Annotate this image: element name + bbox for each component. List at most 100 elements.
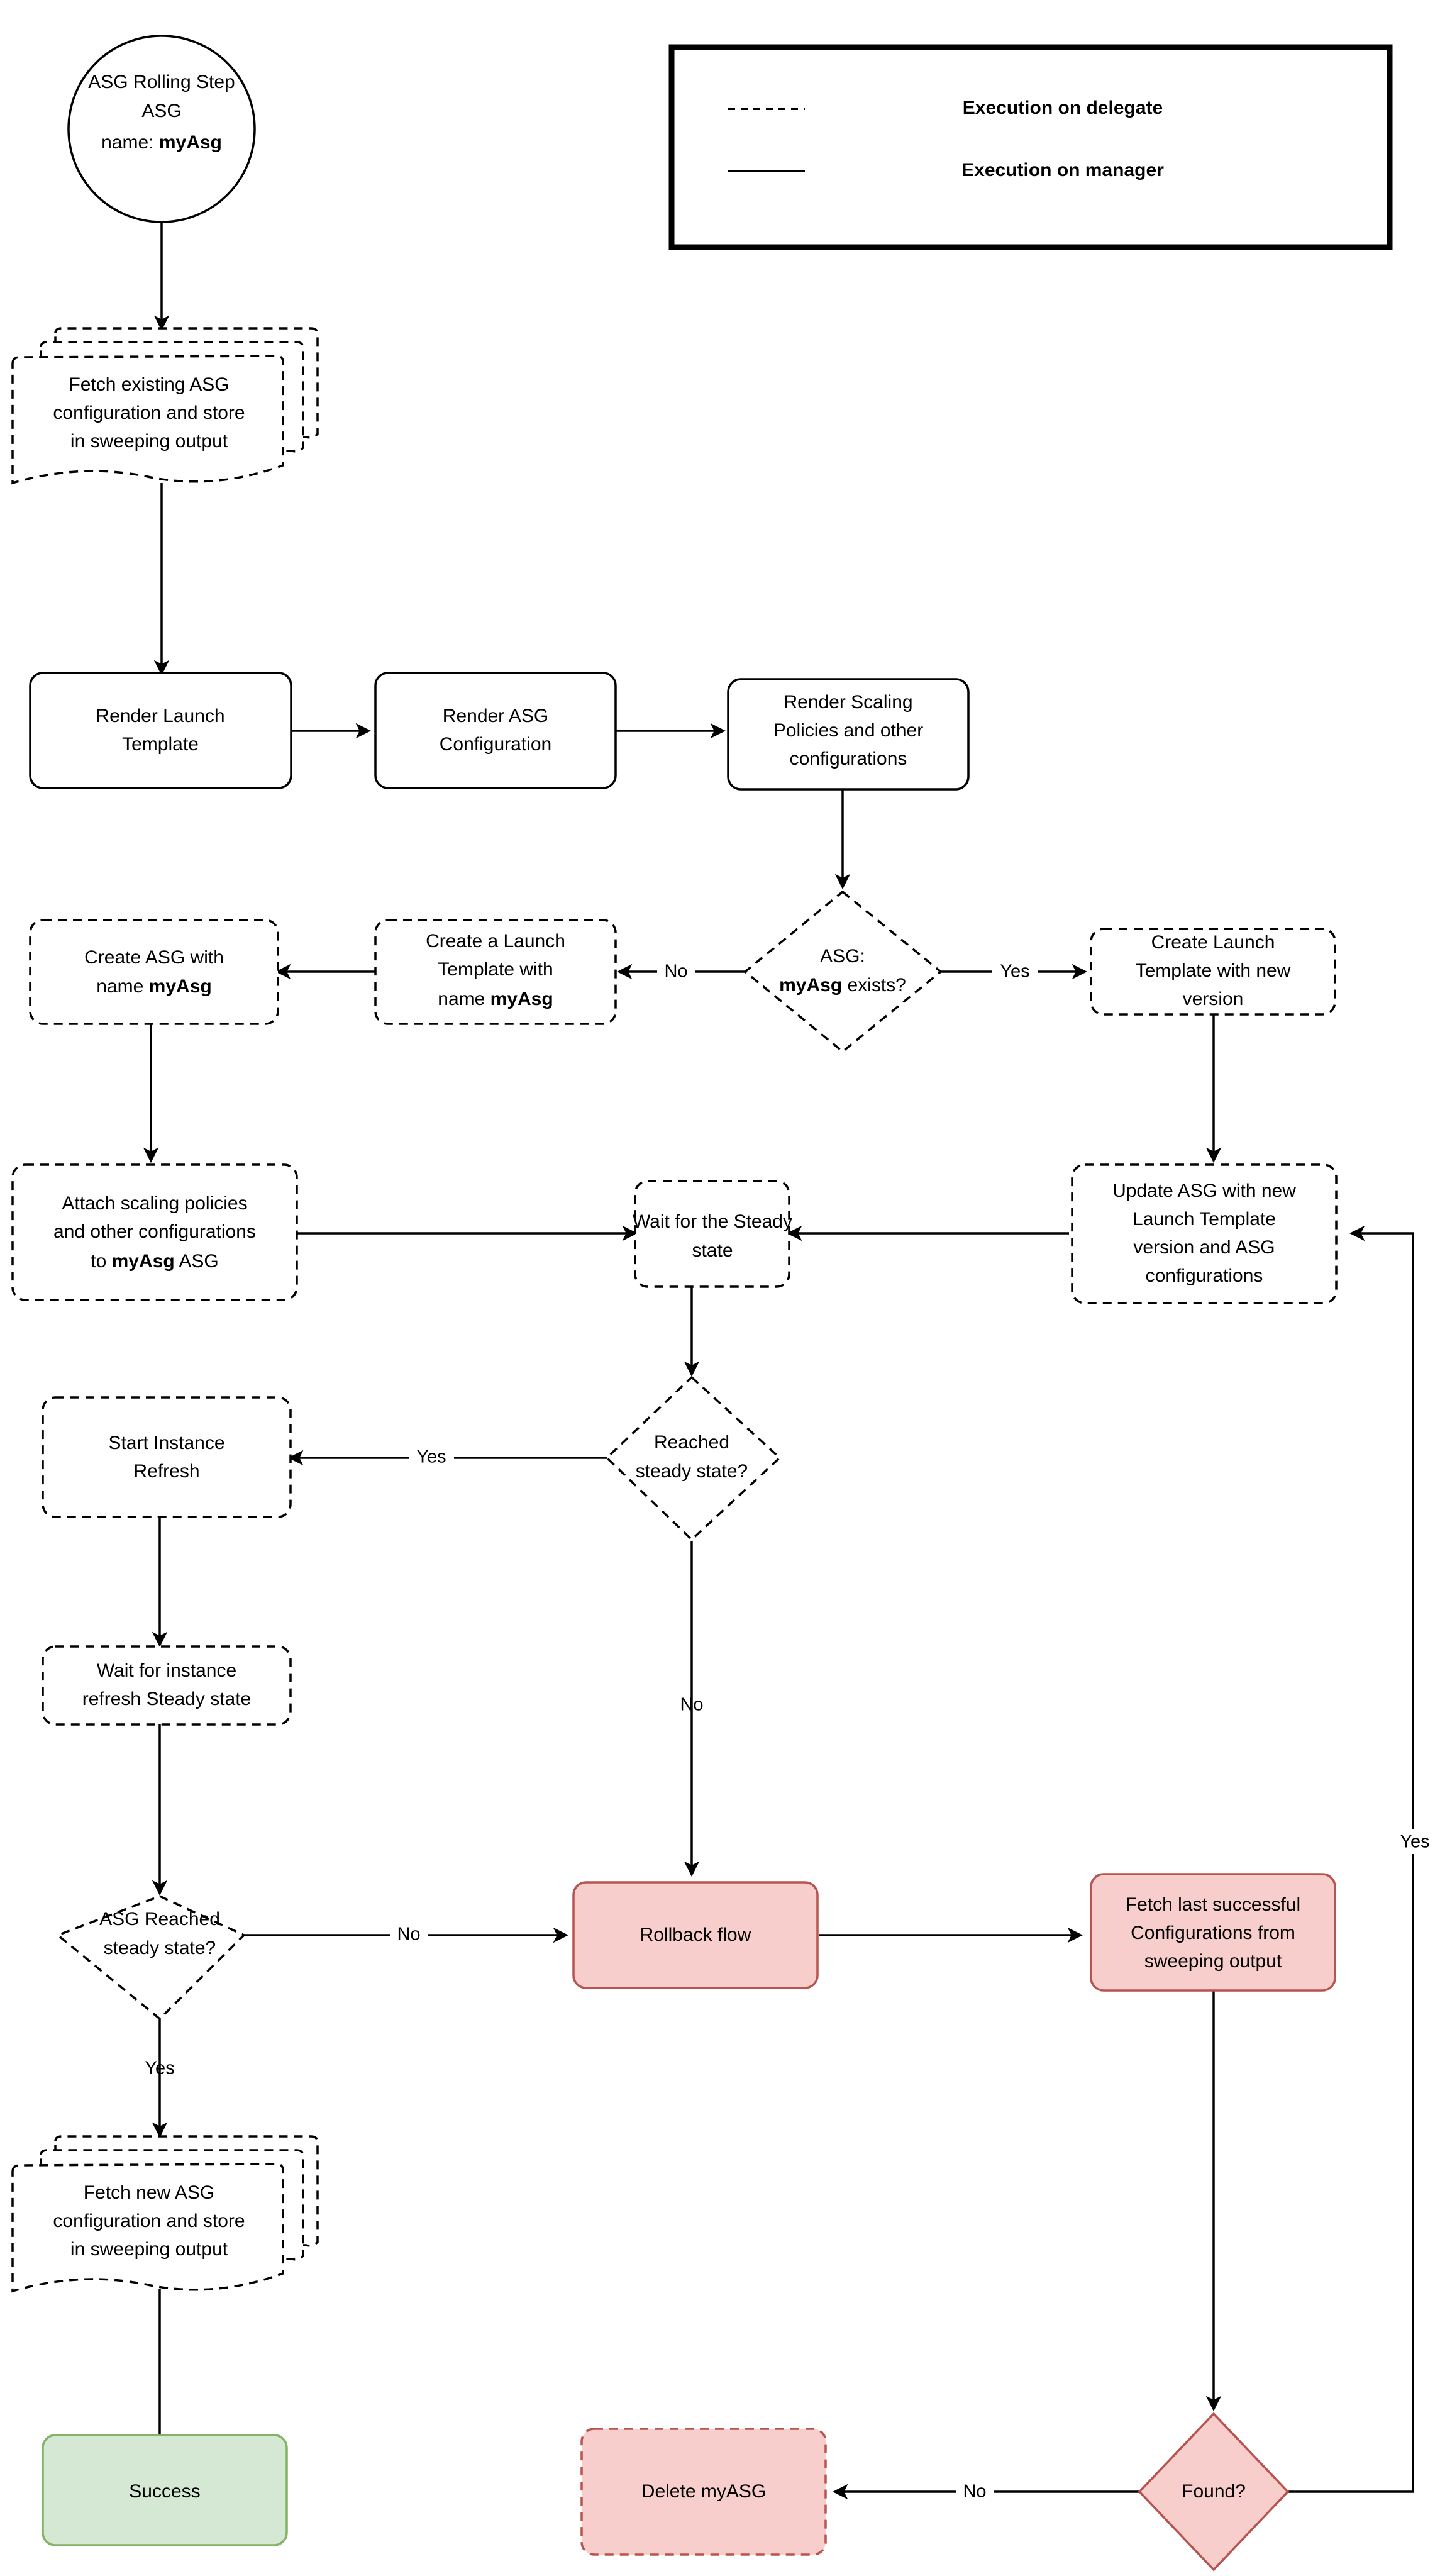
node-create-launch-template-named[interactable]: Create a Launch Template with name myAsg xyxy=(374,919,617,1025)
asg-exists-line1: ASG: xyxy=(820,946,865,967)
label-bg-asg-exists-no xyxy=(657,961,695,984)
wait-instance-refresh-box xyxy=(42,1645,292,1726)
node-create-launch-template-new-version[interactable]: Create Launch Template with new version xyxy=(1090,928,1336,1016)
node-asg-exists-decision[interactable]: ASG: myAsg exists? xyxy=(743,890,943,1053)
create-launch-template-new-version-box xyxy=(1090,928,1336,1016)
reached-steady-line1: Reached xyxy=(654,1432,729,1453)
start-line1: ASG Rolling Step xyxy=(88,72,235,92)
create-launch-template-named-line3-prefix: name xyxy=(438,989,490,1009)
attach-scaling-policies-line2: and other configurations xyxy=(53,1221,256,1242)
node-rollback-flow[interactable]: Rollback flow xyxy=(572,1881,819,1989)
node-fetch-new-asg-config[interactable]: Fetch new ASG configuration and store in… xyxy=(11,2135,319,2293)
node-render-scaling-policies[interactable]: Render Scaling Policies and other config… xyxy=(727,678,970,791)
label-asg-exists-yes: Yes xyxy=(1000,962,1029,982)
label-reached-steady-no: No xyxy=(680,1695,703,1715)
render-scaling-policies-line1: Render Scaling xyxy=(784,692,912,713)
rollback-flow-label: Rollback flow xyxy=(640,1924,751,1945)
node-wait-steady-state[interactable]: Wait for the Steady state xyxy=(633,1180,792,1288)
asg-reached-steady-line2: steady state? xyxy=(104,1938,216,1958)
attach-scaling-policies-line3-prefix: to xyxy=(91,1251,111,1272)
render-launch-template-line1: Render Launch xyxy=(96,706,224,726)
rollback-flow-box xyxy=(572,1881,819,1989)
wait-instance-refresh-line1: Wait for instance xyxy=(97,1660,236,1681)
node-fetch-existing-asg-config[interactable]: Fetch existing ASG configuration and sto… xyxy=(11,327,319,485)
wait-instance-refresh-line2: refresh Steady state xyxy=(82,1689,251,1709)
render-scaling-policies-line3: configurations xyxy=(790,748,907,769)
fetch-last-successful-line1: Fetch last successful xyxy=(1126,1894,1300,1915)
create-asg-named-line2-prefix: name xyxy=(96,976,148,997)
create-launch-template-new-version-line2: Template with new xyxy=(1136,960,1291,981)
asg-exists-diamond xyxy=(743,890,943,1053)
delete-myasg-box xyxy=(580,2428,827,2556)
fetch-last-successful-line2: Configurations from xyxy=(1131,1923,1295,1943)
edge-found-yes-to-update-asg-loop xyxy=(1288,1225,1414,2493)
node-create-asg-named[interactable]: Create ASG with name myAsg xyxy=(29,919,279,1025)
label-asg-reached-no: No xyxy=(397,1924,420,1945)
fetch-existing-line3: in sweeping output xyxy=(70,431,228,452)
render-asg-config-line2: Configuration xyxy=(440,734,551,755)
start-line3-prefix: name: xyxy=(101,132,159,153)
edges-layer xyxy=(143,220,1414,2500)
node-fetch-last-successful[interactable]: Fetch last successful Configurations fro… xyxy=(1090,1873,1336,1992)
node-asg-reached-steady-decision[interactable]: ASG Reached steady state? xyxy=(55,1895,246,2021)
node-found-decision[interactable]: Found? xyxy=(1138,2412,1290,2572)
success-box xyxy=(42,2434,288,2546)
create-launch-template-named-line3: name myAsg xyxy=(438,989,553,1009)
legend-frame xyxy=(668,44,1393,250)
create-launch-template-named-line3-value: myAsg xyxy=(490,989,553,1009)
wait-steady-state-line2: state xyxy=(692,1240,733,1261)
update-asg-box xyxy=(1071,1163,1338,1304)
update-asg-line4: configurations xyxy=(1146,1265,1263,1286)
attach-scaling-policies-box xyxy=(11,1163,298,1301)
fetch-existing-doc-front xyxy=(11,355,284,485)
fetch-last-successful-box xyxy=(1090,1873,1336,1992)
create-asg-named-line2: name myAsg xyxy=(96,976,211,997)
asg-reached-steady-line1: ASG Reached xyxy=(99,1909,220,1929)
start-line3-value: myAsg xyxy=(159,132,222,153)
legend-label-delegate: Execution on delegate xyxy=(963,97,1163,118)
found-diamond xyxy=(1138,2412,1290,2572)
success-label: Success xyxy=(129,2481,200,2502)
render-scaling-policies-box xyxy=(727,678,970,791)
create-asg-named-line1: Create ASG with xyxy=(84,947,224,968)
render-scaling-policies-line2: Policies and other xyxy=(773,720,923,741)
node-start[interactable]: ASG Rolling Step ASG name: myAsg xyxy=(67,35,256,223)
create-asg-named-line2-value: myAsg xyxy=(149,976,212,997)
legend: Execution on delegate Execution on manag… xyxy=(668,44,1393,250)
create-launch-template-new-version-line1: Create Launch xyxy=(1151,932,1275,953)
fetch-new-line2: configuration and store xyxy=(53,2211,245,2231)
node-wait-instance-refresh[interactable]: Wait for instance refresh Steady state xyxy=(42,1645,292,1726)
render-launch-template-box xyxy=(29,672,292,789)
label-asg-reached-yes: Yes xyxy=(145,2058,174,2079)
attach-scaling-policies-line3: to myAsg ASG xyxy=(91,1251,218,1272)
update-asg-line1: Update ASG with new xyxy=(1112,1180,1296,1201)
start-circle xyxy=(67,35,256,223)
node-start-instance-refresh[interactable]: Start Instance Refresh xyxy=(42,1396,292,1518)
node-render-launch-template[interactable]: Render Launch Template xyxy=(29,672,292,789)
create-launch-template-named-line1: Create a Launch xyxy=(426,931,565,952)
node-render-asg-configuration[interactable]: Render ASG Configuration xyxy=(374,672,617,789)
attach-scaling-policies-line3-value: myAsg xyxy=(112,1251,175,1272)
node-update-asg[interactable]: Update ASG with new Launch Template vers… xyxy=(1071,1163,1338,1304)
asg-exists-line2-bold: myAsg xyxy=(779,975,842,996)
fetch-existing-line2: configuration and store xyxy=(53,402,245,423)
fetch-new-line3: in sweeping output xyxy=(70,2239,228,2260)
node-attach-scaling-policies[interactable]: Attach scaling policies and other config… xyxy=(11,1163,298,1301)
label-bg-reached-steady-yes xyxy=(409,1446,454,1469)
attach-scaling-policies-line1: Attach scaling policies xyxy=(62,1193,247,1214)
render-launch-template-line2: Template xyxy=(122,734,199,755)
start-instance-refresh-line1: Start Instance xyxy=(108,1433,224,1453)
edge-labels-layer: No Yes Yes No No Yes No Yes xyxy=(145,961,1436,2503)
label-reached-steady-yes: Yes xyxy=(416,1447,446,1467)
node-reached-steady-state-decision[interactable]: Reached steady state? xyxy=(605,1375,782,1541)
asg-exists-line2: myAsg exists? xyxy=(779,975,906,996)
wait-steady-state-box xyxy=(634,1180,790,1288)
start-line2: ASG xyxy=(141,101,181,121)
update-asg-line3: version and ASG xyxy=(1133,1237,1275,1258)
update-asg-line2: Launch Template xyxy=(1133,1209,1276,1230)
node-delete-myasg[interactable]: Delete myASG xyxy=(580,2428,827,2556)
node-success[interactable]: Success xyxy=(42,2434,288,2546)
label-found-no: No xyxy=(963,2482,986,2502)
fetch-new-line1: Fetch new ASG xyxy=(84,2182,214,2203)
